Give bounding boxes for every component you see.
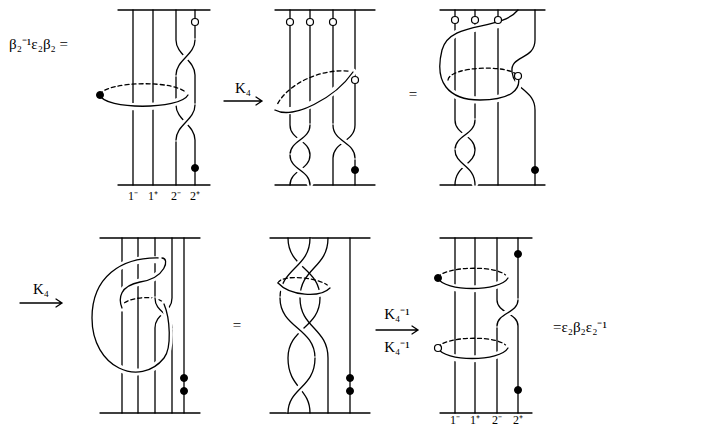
braid-panel xyxy=(333,10,355,185)
marker-dot xyxy=(532,167,539,174)
move-arrow xyxy=(20,97,418,334)
move-label: K₄⁻¹ xyxy=(383,339,411,356)
braid-panel xyxy=(440,10,545,185)
braid-panel xyxy=(270,238,370,413)
strand-label: 1⁺ xyxy=(147,190,159,203)
marker-dot xyxy=(330,19,337,26)
marker-dot xyxy=(472,17,479,24)
braid-panel xyxy=(275,10,375,185)
braid-panel xyxy=(333,10,355,185)
equation-label: =ε₂β₂ε₂⁻¹ xyxy=(552,319,608,336)
move-arrow xyxy=(20,299,62,307)
braid-panel xyxy=(97,10,211,185)
braid-panel xyxy=(120,258,165,308)
braid-panel xyxy=(349,238,350,413)
braid-panel xyxy=(92,258,169,372)
braid-panel xyxy=(440,238,532,413)
braid-panel xyxy=(455,238,475,413)
strand-label: 1⁺ xyxy=(469,414,481,427)
marker-dot xyxy=(435,345,442,352)
braid-panel xyxy=(512,10,535,185)
braid-panel xyxy=(290,10,310,185)
move-label: K₄ xyxy=(234,80,252,97)
braid-panel xyxy=(288,360,315,409)
marker-dot xyxy=(181,375,188,382)
strand-label: 2⁺ xyxy=(189,190,201,203)
braid-panel xyxy=(100,238,200,413)
braid-panel xyxy=(275,72,353,112)
braid-panel xyxy=(280,298,315,358)
braid-panel xyxy=(497,300,518,326)
marker-dot xyxy=(435,275,442,282)
move-label: K₄⁻¹ xyxy=(383,306,411,323)
braid-panel xyxy=(440,278,508,289)
marker-dot xyxy=(495,17,502,24)
braid-panel xyxy=(440,348,508,359)
braid-panel xyxy=(118,10,210,185)
braid-panel xyxy=(290,125,310,155)
equals-sign: = xyxy=(408,86,418,103)
braid-panel xyxy=(120,258,165,308)
braid-panel xyxy=(102,95,188,107)
braid-panel xyxy=(435,238,533,413)
strand-label: 1⁻ xyxy=(127,190,139,203)
braid-panel xyxy=(277,72,353,111)
braid-panel xyxy=(455,150,475,185)
braid-panel xyxy=(270,238,370,413)
braid-panel xyxy=(100,95,188,106)
braid-panel xyxy=(183,238,184,413)
marker-dot xyxy=(347,375,354,382)
braid-panel xyxy=(438,278,508,289)
marker-dot xyxy=(307,19,314,26)
strand-label: 1⁻ xyxy=(449,414,461,427)
braid-panel xyxy=(440,10,519,100)
braid-panel xyxy=(455,152,475,183)
braid-panel xyxy=(100,84,188,95)
marker-dot xyxy=(192,165,199,172)
braid-panel xyxy=(288,358,315,413)
braid-panel xyxy=(438,348,508,359)
braid-panel xyxy=(448,68,518,80)
braid-panel xyxy=(133,10,153,185)
move-arrow xyxy=(224,97,262,105)
marker-dot xyxy=(515,387,522,394)
braid-panel xyxy=(497,238,518,413)
equation-label: β₂⁻¹ε₂β₂ = xyxy=(8,36,69,53)
braid-panel xyxy=(497,238,518,413)
marker-dot xyxy=(352,167,359,174)
braid-panel xyxy=(440,18,519,100)
strand-label: 2⁺ xyxy=(512,414,524,427)
marker-dot xyxy=(97,92,104,99)
marker-dot xyxy=(192,19,199,26)
braid-panel xyxy=(333,125,355,158)
marker-dot xyxy=(352,77,359,84)
move-arrow xyxy=(376,326,418,334)
braid-panel xyxy=(278,283,330,294)
braid-panel xyxy=(92,238,200,413)
braid-panel xyxy=(176,105,195,140)
braid-panel xyxy=(440,10,545,185)
braid-panel xyxy=(275,10,375,185)
marker-dot xyxy=(347,388,354,395)
strand-label: 2⁻ xyxy=(170,190,182,203)
braid-panel xyxy=(290,155,310,185)
move-label: K₄ xyxy=(32,281,50,298)
marker-dot xyxy=(181,388,188,395)
marker-dot xyxy=(287,19,294,26)
braid-panel xyxy=(280,238,315,413)
strand-label: 2⁻ xyxy=(491,414,503,427)
braid-panel xyxy=(455,120,475,150)
marker-dot xyxy=(515,251,522,258)
equals-sign: = xyxy=(232,317,242,334)
braid-panel xyxy=(176,40,195,75)
marker-dot xyxy=(515,73,522,80)
braid-panel xyxy=(290,10,310,185)
marker-dot xyxy=(452,17,459,24)
